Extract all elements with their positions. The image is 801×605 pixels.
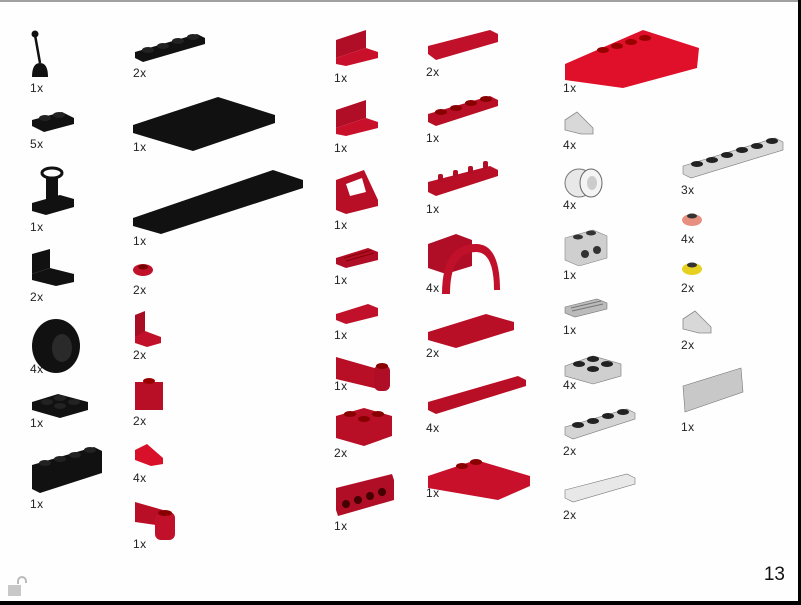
qty-label: 1x [334,218,348,232]
tile-1x4-icon [428,30,498,60]
grille-gray-icon [564,298,608,318]
qty-label: 1x [563,323,577,337]
panel-1x1-icon [135,311,161,347]
qty-label: 2x [133,66,147,80]
wheel-arch-icon [428,234,500,294]
plate-1x6-gray-icon [682,137,784,179]
door-icon [336,357,390,391]
qty-label: 2x [133,283,147,297]
qty-label: 1x [426,202,440,216]
qty-label: 1x [30,81,44,95]
windscreen-icon [336,170,378,214]
panel-1x2-icon [336,100,378,136]
plate-2x4-icon [428,314,514,348]
qty-label: 1x [426,486,440,500]
qty-label: 1x [133,234,147,248]
qty-label: 4x [563,138,577,152]
qty-label: 4x [563,198,577,212]
steering-holder-icon [32,166,74,215]
brick-1x1-icon [135,378,163,410]
slope-gray-icon [682,310,712,334]
lever-icon [31,30,48,77]
qty-label: 1x [133,140,147,154]
panel-1x2-icon [336,30,378,66]
plate-1x6-icon [428,376,526,414]
plate-1x2-icon [32,112,74,132]
top-border [0,0,801,2]
qty-label: 2x [563,444,577,458]
qty-label: 1x [334,141,348,155]
plate-clips-icon [428,161,498,196]
qty-label: 2x [133,414,147,428]
qty-label: 2x [681,281,695,295]
brick-2x2-icon [336,408,392,446]
qty-label: 3x [681,183,695,197]
plate-1x4-gray-icon [564,408,636,440]
qty-label: 4x [681,232,695,246]
qty-label: 2x [681,338,695,352]
grille-tile-icon [336,248,378,268]
panel-1x4-gray-icon [682,367,744,413]
qty-label: 2x [133,348,147,362]
plate-2x8-icon [133,170,303,234]
plate-1x4-icon [135,34,205,62]
brick-1x4-icon [32,447,102,493]
qty-label: 1x [426,131,440,145]
qty-label: 1x [334,71,348,85]
round-plate-icon [133,264,153,276]
qty-label: 2x [563,508,577,522]
qty-label: 1x [334,328,348,342]
qty-label: 1x [334,519,348,533]
qty-label: 2x [30,290,44,304]
qty-label: 1x [133,537,147,551]
qty-label: 2x [426,65,440,79]
qty-label: 4x [563,378,577,392]
qty-label: 1x [563,81,577,95]
qty-label: 4x [30,362,44,376]
qty-label: 2x [334,446,348,460]
wedge-plate-icon [565,30,699,88]
qty-label: 1x [334,273,348,287]
qty-label: 1x [30,416,44,430]
plate-2x2-icon [32,394,88,418]
plate-4x6-icon [133,97,275,151]
qty-label: 1x [681,420,695,434]
door-hinge-icon [135,502,175,540]
qty-label: 4x [426,421,440,435]
panel-icon [32,249,74,286]
qty-label: 4x [426,281,440,295]
qty-label: 1x [334,379,348,393]
rim-icon [564,168,603,198]
tire-icon [32,319,80,373]
unlocked-padlock-icon[interactable] [6,576,28,598]
bracket-icon [336,474,394,516]
qty-label: 1x [30,497,44,511]
qty-label: 5x [30,137,44,151]
slope-gray-icon [564,111,594,135]
slope-icon [135,444,163,466]
tile-1x2-icon [336,304,378,324]
plate-2x2-gray-icon [564,355,622,385]
qty-label: 2x [426,346,440,360]
bottom-border [0,601,801,605]
plate-1x4-icon [428,96,498,126]
brick-side-studs-icon [564,229,608,266]
qty-label: 1x [563,268,577,282]
page-number: 13 [763,564,785,585]
round-plate-salmon-icon [682,213,702,226]
qty-label: 4x [133,471,147,485]
round-plate-yellow-icon [682,262,702,275]
tile-1x4-gray-icon [564,473,636,503]
qty-label: 1x [30,220,44,234]
right-border [798,0,801,605]
wedge-plate-icon [428,459,530,500]
